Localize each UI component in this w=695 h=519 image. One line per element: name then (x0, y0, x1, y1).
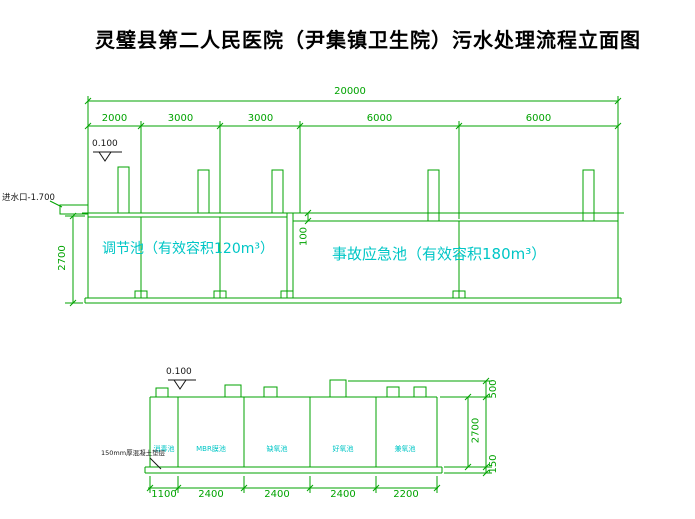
vent-pipe (197, 169, 210, 214)
wall-footing (134, 290, 148, 299)
regulation-tank-label: 调节池（有效容积120m³） (102, 241, 274, 257)
vent-pipe (271, 169, 284, 214)
dim-label-bottom: 2400 (198, 489, 224, 500)
emergency-tank-label: 事故应急池（有效容积180m³） (332, 245, 547, 263)
compartment-label: 好氧池 (332, 445, 354, 453)
dim-label-segment: 6000 (525, 113, 552, 124)
dim-label-segment: 3000 (247, 113, 274, 124)
inlet-leader-line (49, 200, 63, 208)
dim-label-total: 20000 (334, 86, 366, 97)
cushion-leader-line (149, 457, 162, 470)
dim-label-segment: 3000 (167, 113, 194, 124)
top-nozzle (329, 379, 347, 398)
dim-label-gap: 100 (298, 226, 310, 247)
upper-elevation-linework (49, 96, 624, 307)
treatment-tank-outline (149, 396, 438, 467)
top-nozzle (224, 384, 242, 398)
lower-elevation-linework (144, 377, 492, 493)
vent-pipe (427, 169, 440, 222)
dim-label-right-bottom: 150 (488, 454, 499, 474)
inlet-label: 进水口-1.700 (2, 193, 55, 203)
concrete-cushion-slab (144, 466, 443, 474)
compartment-label: 缺氧池 (266, 445, 288, 453)
inlet-pipe (59, 204, 89, 215)
top-nozzle (155, 387, 169, 398)
level-mark-label: 0.100 (166, 367, 192, 377)
dim-label-bottom: 1100 (151, 489, 177, 500)
top-nozzle (386, 386, 400, 398)
tank-base-slab (84, 297, 622, 304)
dim-label-left-height: 2700 (57, 245, 68, 271)
wall-footing (280, 290, 294, 299)
dim-label-bottom: 2400 (264, 489, 290, 500)
compartment-label: 消毒池 (153, 445, 175, 453)
dim-label-bottom: 2400 (330, 489, 356, 500)
level-mark-label: 0.100 (92, 139, 118, 149)
vent-pipe (117, 166, 130, 214)
dim-label-right-top: 500 (488, 379, 499, 399)
compartment-label: MBR膜池 (196, 445, 226, 453)
compartment-label: 兼氧池 (394, 445, 416, 453)
wall-footing (213, 290, 227, 299)
top-nozzle (263, 386, 278, 398)
level-symbol-icon (93, 151, 122, 162)
cushion-note: 150mm厚混凝土垫层 (101, 449, 166, 457)
wall-footing (452, 290, 466, 299)
dim-label-right-middle: 2700 (470, 417, 482, 444)
drawing-title: 灵璧县第二人民医院（尹集镇卫生院）污水处理流程立面图 (95, 30, 641, 52)
dim-label-segment: 6000 (366, 113, 393, 124)
dim-label-segment: 2000 (101, 113, 128, 124)
level-symbol-icon (149, 379, 196, 470)
regulation-tank-outline (87, 213, 288, 298)
vent-pipe (582, 169, 595, 222)
top-nozzle (413, 386, 427, 398)
emergency-tank-outline (292, 213, 619, 298)
dim-label-bottom: 2200 (393, 489, 419, 500)
